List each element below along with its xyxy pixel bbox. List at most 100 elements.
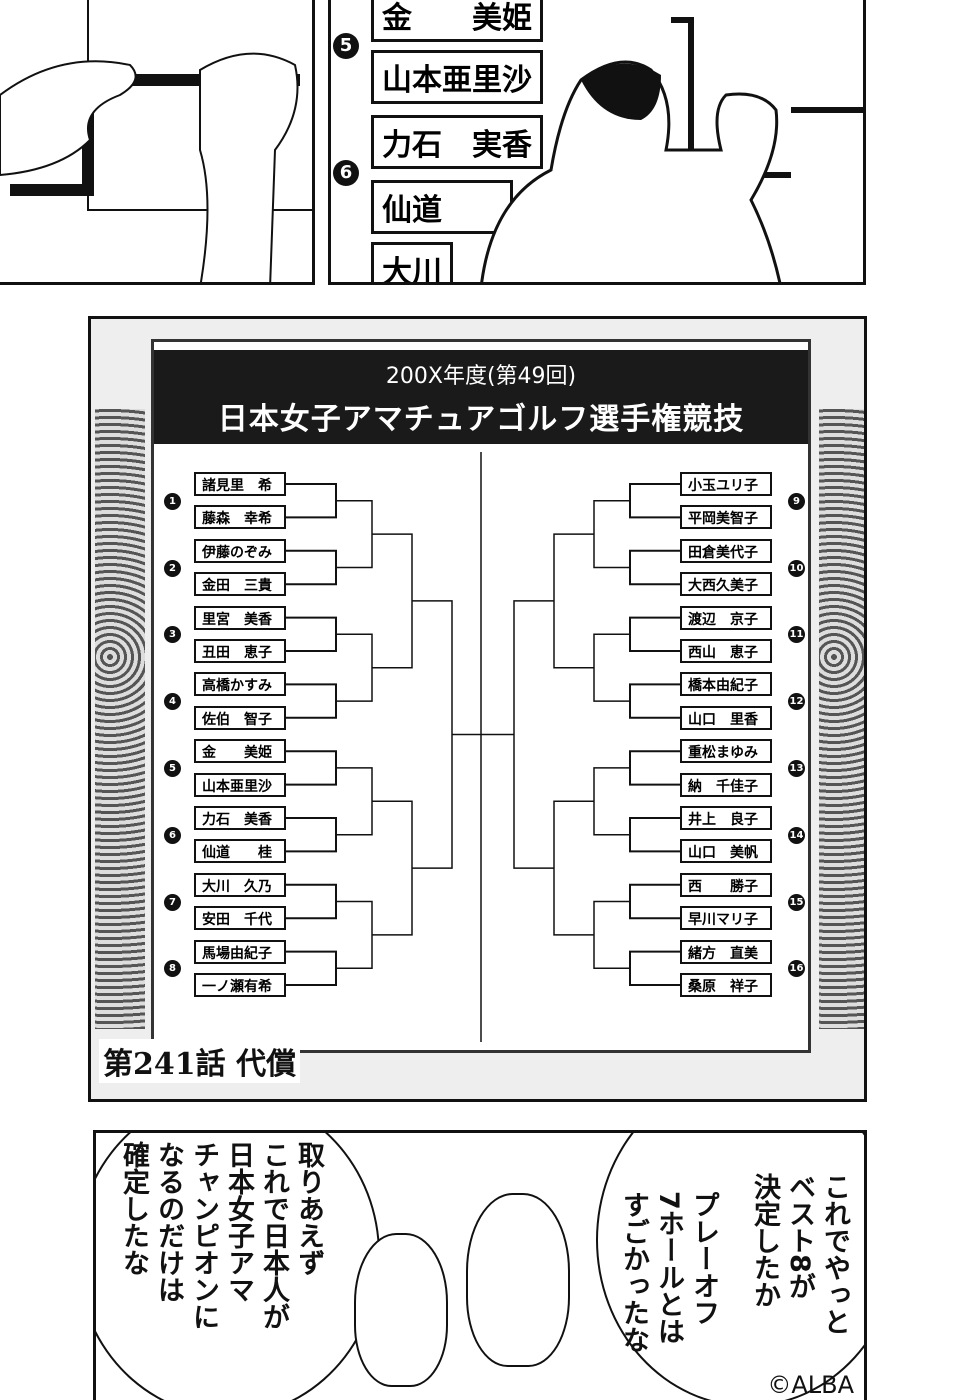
bracket-player: 井上 良子 <box>680 806 772 830</box>
bracket-seed: 14 <box>788 826 805 844</box>
bracket-line <box>336 900 373 970</box>
bracket-player: 伊藤のぞみ <box>194 538 286 563</box>
bracket-line <box>629 616 680 652</box>
bracket-line <box>629 817 680 853</box>
panel-spectators: これでやっと ベスト8が 決定したか プレーオフ 7ホールとは すごかったな 取… <box>93 1130 867 1400</box>
bracket-seed: 15 <box>788 893 805 911</box>
bracket-seed: 1 <box>164 492 181 510</box>
bracket-player: 小玉ユリ子 <box>680 472 772 496</box>
bracket-seed: 5 <box>164 759 181 777</box>
man-illustration <box>480 17 863 282</box>
bracket-line <box>372 800 413 936</box>
tournament-board: 200X年度(第49回) 日本女子アマチュアゴルフ選手権競技 諸見里 希藤森 幸… <box>151 339 811 1053</box>
bracket-player: 金田 三貴 <box>194 572 286 597</box>
panel-board-man: 金 美姫 山本亜里沙 力石 実香 仙道 大川 5 6 <box>328 0 866 285</box>
bracket-player: 藤森 幸希 <box>194 505 286 530</box>
bracket-player: 山口 里香 <box>680 705 772 730</box>
copyright: ©ALBA <box>767 1371 854 1399</box>
seed-number: 6 <box>333 160 359 186</box>
bracket-seed: 3 <box>164 626 181 644</box>
bracket-line <box>553 800 594 936</box>
bracket-seed: 8 <box>164 960 181 978</box>
spectator-glasses <box>354 1233 448 1387</box>
bracket-line <box>286 817 337 853</box>
bracket-line <box>629 483 680 519</box>
seed-number: 5 <box>333 33 359 59</box>
bracket-seed: 12 <box>788 693 805 711</box>
bracket-player: 高橋かすみ <box>194 672 286 697</box>
bracket-seed: 6 <box>164 826 181 844</box>
bracket-player: 山本亜里沙 <box>194 772 286 797</box>
bracket-line <box>286 883 337 920</box>
bracket-line <box>629 750 680 786</box>
bracket-line <box>412 600 453 869</box>
board-header: 200X年度(第49回) 日本女子アマチュアゴルフ選手権競技 <box>154 350 808 444</box>
bracket-line <box>593 900 630 970</box>
bracket-line <box>513 600 554 869</box>
bracket-line <box>336 767 373 836</box>
bracket-player: 里宮 美香 <box>194 605 286 630</box>
bracket-player: 大西久美子 <box>680 572 772 597</box>
bracket-player: 一ノ瀬有希 <box>194 973 286 997</box>
bracket-seed: 7 <box>164 893 181 911</box>
bracket-player: 西 勝子 <box>680 872 772 897</box>
bracket-line <box>372 533 413 669</box>
bracket-line <box>286 750 337 786</box>
bracket-line <box>286 483 337 519</box>
trees-left <box>95 409 145 1029</box>
bracket-player: 早川マリ子 <box>680 906 772 931</box>
bracket-line <box>629 883 680 920</box>
chapter-title: 第241話 代償 <box>99 1039 301 1083</box>
name-card: 力石 実香 <box>371 115 543 169</box>
bracket-seed: 13 <box>788 759 805 777</box>
speech-bubble-right <box>596 1133 864 1400</box>
dialogue-right-2: プレーオフ 7ホールとは すごかったな <box>618 1191 719 1353</box>
bracket-line <box>593 767 630 836</box>
bracket-line <box>553 533 594 669</box>
board-title: 日本女子アマチュアゴルフ選手権競技 <box>217 402 745 437</box>
bracket-player: 丑田 恵子 <box>194 639 286 663</box>
trees-right <box>819 409 864 1029</box>
bracket-player: 橋本由紀子 <box>680 672 772 697</box>
bracket-line <box>593 499 630 569</box>
bracket-player: 仙道 桂 <box>194 839 286 864</box>
name-card: 仙道 <box>371 180 513 234</box>
bracket-seed: 9 <box>788 492 805 510</box>
bracket-player: 田倉美代子 <box>680 538 772 563</box>
bracket-line <box>286 950 337 986</box>
name-card: 山本亜里沙 <box>371 50 543 104</box>
bracket-player: 緒方 直美 <box>680 939 772 964</box>
panel-hands <box>0 0 315 285</box>
bracket-player: 山口 美帆 <box>680 839 772 864</box>
bracket-player: 平岡美智子 <box>680 505 772 530</box>
spectator-cap <box>466 1193 570 1367</box>
bracket-seed: 11 <box>788 626 805 644</box>
bracket-player: 安田 千代 <box>194 906 286 931</box>
bracket-line <box>286 683 337 719</box>
bracket-player: 佐伯 智子 <box>194 705 286 730</box>
name-card: 金 美姫 <box>371 0 543 42</box>
bracket-seed: 2 <box>164 559 181 577</box>
bracket-player: 西山 恵子 <box>680 639 772 663</box>
bracket-player: 諸見里 希 <box>194 472 286 496</box>
bracket-player: 大川 久乃 <box>194 872 286 897</box>
hands-illustration <box>0 0 312 282</box>
bracket-player: 桑原 祥子 <box>680 973 772 997</box>
bracket-line <box>629 950 680 986</box>
bracket-lines <box>286 452 680 1042</box>
board-subtitle: 200X年度(第49回) <box>385 364 577 389</box>
bracket-player: 渡辺 京子 <box>680 605 772 630</box>
panel-bracket: 200X年度(第49回) 日本女子アマチュアゴルフ選手権競技 諸見里 希藤森 幸… <box>88 316 867 1102</box>
bracket-line <box>336 499 373 569</box>
bracket-line <box>593 633 630 702</box>
bracket-player: 納 千佳子 <box>680 772 772 797</box>
bracket-player: 馬場由紀子 <box>194 939 286 964</box>
bracket-seed: 10 <box>788 559 805 577</box>
bracket-line <box>629 549 680 586</box>
bracket-player: 重松まゆみ <box>680 739 772 764</box>
bracket-seed: 4 <box>164 693 181 711</box>
bracket-line <box>286 549 337 586</box>
bracket-seed: 16 <box>788 960 805 978</box>
bracket-player: 力石 美香 <box>194 806 286 830</box>
